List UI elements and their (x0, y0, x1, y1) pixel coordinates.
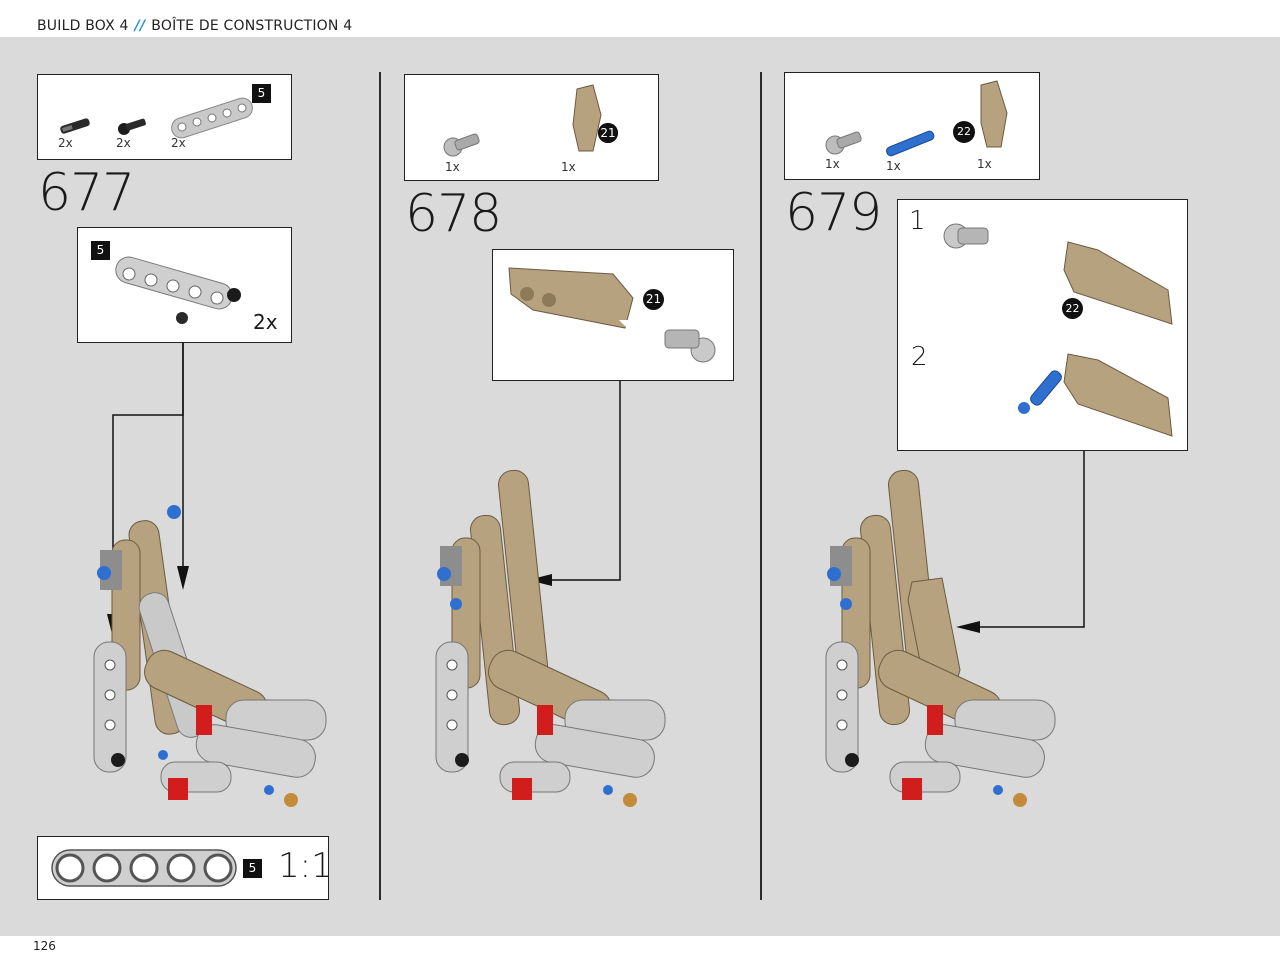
step-number: 679 (785, 183, 882, 243)
header-title: BUILD BOX 4 // BOÎTE DE CONSTRUCTION 4 (37, 18, 352, 34)
page-number: 126 (33, 939, 56, 953)
liftarm-5-actual-size-icon (51, 849, 237, 887)
header-separator: // (134, 18, 146, 34)
callout-badge: 22 (953, 121, 975, 143)
assembly-model-679 (825, 469, 1056, 807)
parts-list-679: 22 1x 1x 1x (784, 72, 1040, 180)
subassembly-graphics (943, 223, 1173, 437)
callout-badge: 21 (598, 123, 618, 143)
parts-list-678-graphics (443, 84, 618, 157)
assembly-model-678 (435, 469, 666, 807)
part-qty: 1x (825, 157, 840, 171)
part-qty: 1x (886, 159, 901, 173)
subassembly-callout-677: 5 2x (77, 227, 292, 343)
part-qty: 1x (561, 160, 576, 174)
axle-pin-black-icon (60, 118, 90, 134)
tan-panel-21-icon (572, 84, 602, 152)
part-qty: 1x (977, 157, 992, 171)
parts-list-677: 2x 2x 2x 5 (37, 74, 292, 160)
scale-label: 1:1 (278, 846, 333, 886)
subassembly-callout-679: 1 2 22 (897, 199, 1188, 451)
parts-list-679-graphics (825, 80, 1008, 157)
part-length-tag: 5 (252, 84, 271, 103)
step-number: 678 (405, 184, 502, 244)
part-length-tag: 5 (243, 859, 262, 878)
callout-badge: 21 (643, 289, 664, 310)
header-title-en: BUILD BOX 4 (37, 18, 129, 34)
subassembly-graphics (508, 267, 716, 363)
sub-step-number: 2 (911, 342, 928, 372)
parts-list-677-graphics (60, 97, 253, 139)
blue-pin-icon (886, 130, 935, 157)
callout-badge: 22 (1062, 298, 1083, 319)
column-divider (379, 72, 381, 900)
part-qty: 2x (58, 136, 73, 150)
part-qty: 2x (171, 136, 186, 150)
tan-panel-22-icon (980, 80, 1008, 148)
ball-pin-black-icon (118, 118, 146, 135)
header-title-fr: BOÎTE DE CONSTRUCTION 4 (151, 18, 353, 34)
part-qty: 1x (445, 160, 460, 174)
parts-list-678: 21 1x 1x (404, 74, 659, 181)
step-number: 677 (38, 163, 135, 223)
subassembly-callout-678: 21 (492, 249, 734, 381)
sub-step-number: 1 (909, 206, 926, 236)
quantity-multiplier: 2x (253, 310, 278, 334)
page-header: BUILD BOX 4 // BOÎTE DE CONSTRUCTION 4 (0, 0, 1280, 37)
part-qty: 2x (116, 136, 131, 150)
liftarm-5-gray-icon (171, 97, 253, 139)
part-length-tag: 5 (91, 241, 110, 260)
subassembly-graphics (115, 256, 241, 324)
column-divider (760, 72, 762, 900)
assembly-model-677 (93, 505, 327, 807)
scale-reference: 5 1:1 (37, 836, 333, 900)
axle-connector-gray-icon (443, 133, 480, 157)
axle-connector-gray-icon (825, 131, 862, 155)
